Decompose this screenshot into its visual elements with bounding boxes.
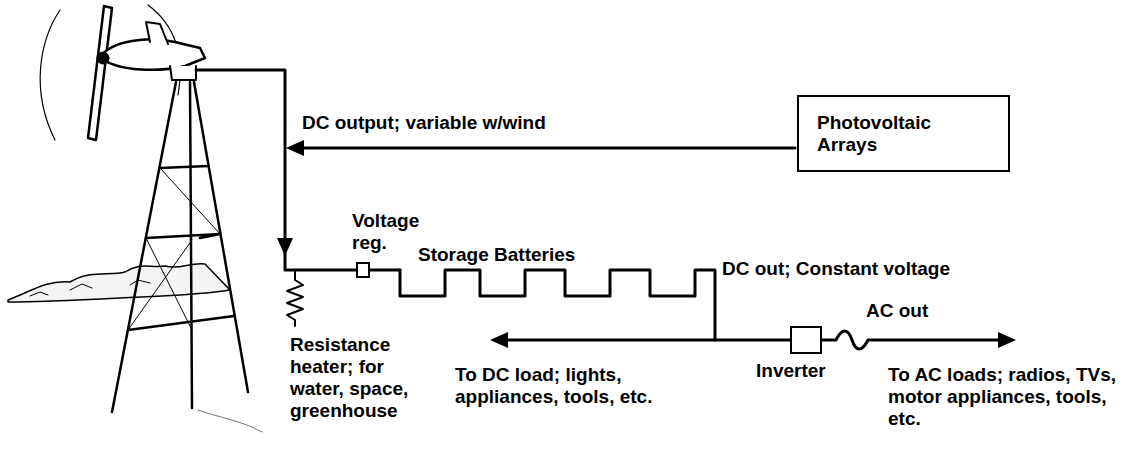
wire-label: DC output; variable w/wind [302,112,632,134]
load-note: To AC loads; radios, TVs, motor applianc… [888,364,1118,430]
tail-vane [146,22,168,44]
hills [8,264,230,302]
component-note: Resistance heater; for water, space, gre… [290,334,440,422]
rotor-hub [97,52,109,64]
rotor-sweep [40,10,60,140]
regulator-box: Voltage reg. [356,262,370,278]
node-label: Voltage reg. [352,210,442,254]
load-note: To DC load; lights, appliances, tools, e… [455,364,655,408]
rotor-blade [88,6,112,140]
nacelle [100,39,205,69]
hill-texture [30,280,150,296]
wire-label: DC out; Constant voltage [722,258,1022,280]
wire-label: AC out [866,300,966,322]
wiring [196,70,1005,349]
yaw-head [170,66,196,80]
inverter-box: Inverter [790,326,822,354]
node-label: Inverter [756,360,876,382]
ground-shadow [198,410,262,432]
component-label: Storage Batteries [418,244,638,266]
node-label: Photovoltaic Arrays [817,112,990,156]
source-box: Photovoltaic Arrays [797,95,1010,172]
lattice-tower [112,82,248,412]
